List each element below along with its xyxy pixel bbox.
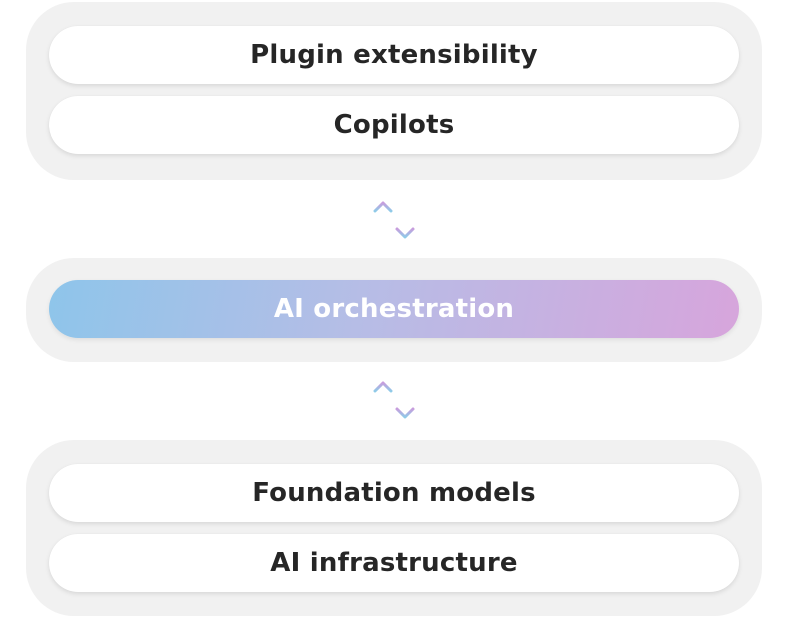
layer-label: Plugin extensibility	[250, 40, 538, 70]
layer-ai-infrastructure: AI infrastructure	[49, 534, 739, 592]
bidirectional-arrows-icon	[373, 200, 415, 240]
layer-label: Foundation models	[252, 478, 536, 508]
layer-label: AI infrastructure	[270, 548, 518, 578]
layer-plugin-extensibility: Plugin extensibility	[49, 26, 739, 84]
layer-label: Copilots	[333, 110, 455, 140]
layer-label: AI orchestration	[273, 294, 515, 324]
layer-copilots: Copilots	[49, 96, 739, 154]
layer-ai-orchestration: AI orchestration	[49, 280, 739, 338]
layer-foundation-models: Foundation models	[49, 464, 739, 522]
bidirectional-arrows-icon	[373, 380, 415, 420]
middle-layer-group: AI orchestration	[26, 258, 762, 362]
bottom-layer-group: Foundation models AI infrastructure	[26, 440, 762, 616]
top-layer-group: Plugin extensibility Copilots	[26, 2, 762, 180]
